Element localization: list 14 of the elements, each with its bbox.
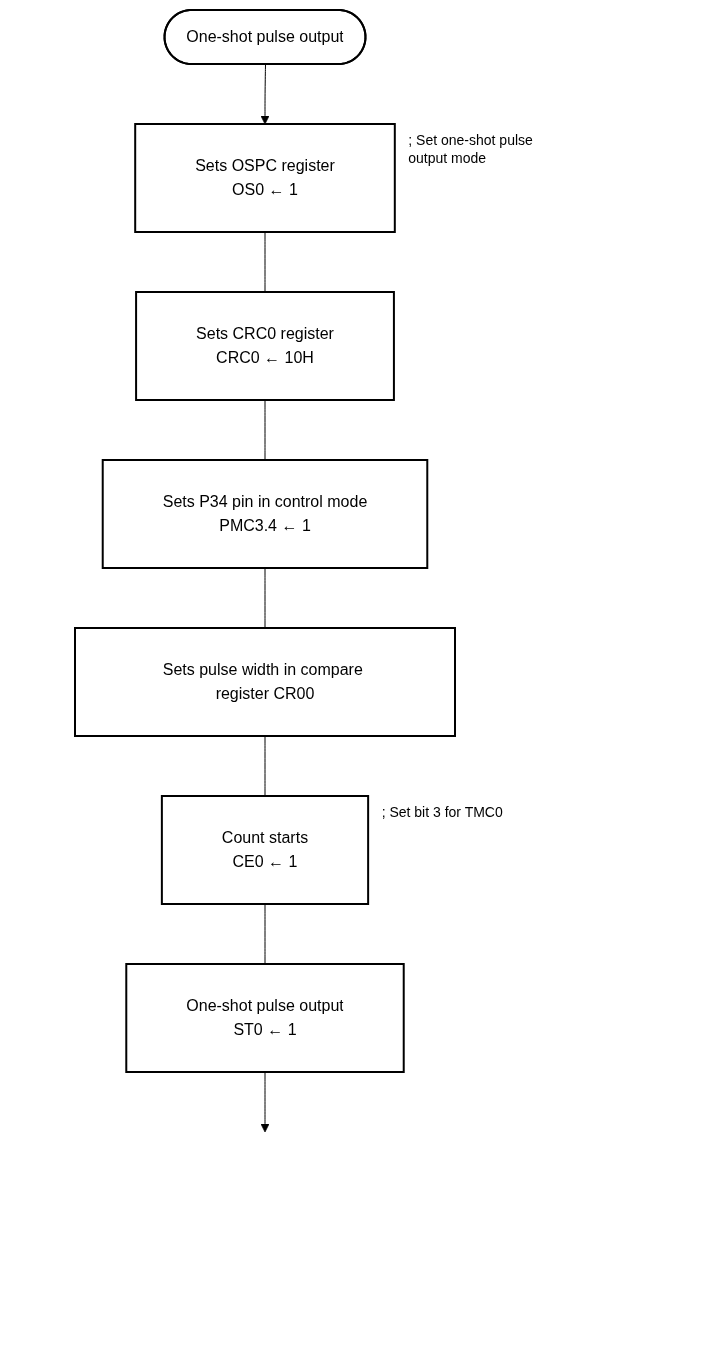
process-box: One-shot pulse output ST0 ← 1	[124, 963, 405, 1073]
arrow	[260, 64, 269, 125]
connector	[264, 903, 265, 965]
terminal-box: One-shot pulse output	[163, 9, 366, 65]
process-box: Sets CRC0 register CRC0 ← 10H	[134, 291, 395, 401]
arrow	[260, 1071, 269, 1133]
connector	[264, 567, 265, 629]
process-box: Sets OSPC register OS0 ← 1	[133, 123, 396, 233]
connector	[264, 231, 265, 293]
connector	[264, 735, 265, 797]
process-box: Count starts CE0 ← 1	[160, 795, 369, 905]
connector	[264, 399, 265, 461]
process-box: Sets pulse width in compare register CR00	[73, 627, 456, 737]
process-box: Sets P34 pin in control mode PMC3.4 ← 1	[101, 459, 428, 569]
